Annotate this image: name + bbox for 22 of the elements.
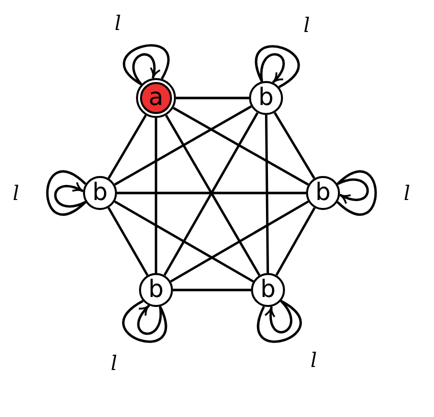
edge-label: l bbox=[404, 183, 410, 203]
edge-line bbox=[114, 105, 252, 186]
state-label: b bbox=[315, 180, 331, 206]
edge-label: l bbox=[110, 352, 118, 373]
state-label: b bbox=[260, 277, 276, 303]
edge-line bbox=[108, 114, 147, 179]
state-label: b bbox=[92, 180, 108, 206]
state-label: b bbox=[258, 85, 274, 111]
edge-line bbox=[117, 192, 306, 194]
edge-line bbox=[107, 207, 149, 276]
edge-label: l bbox=[304, 14, 310, 35]
edge-label: l bbox=[12, 183, 20, 203]
edge-line bbox=[170, 200, 309, 283]
state-label: a bbox=[148, 85, 164, 111]
edge-line bbox=[154, 118, 158, 273]
edge-line bbox=[275, 207, 316, 276]
edge-line bbox=[114, 200, 254, 283]
state-label: b bbox=[148, 277, 164, 303]
edge-line bbox=[172, 106, 309, 186]
edge-line bbox=[265, 114, 269, 274]
edge-line bbox=[173, 288, 251, 292]
edge-line bbox=[176, 96, 249, 100]
